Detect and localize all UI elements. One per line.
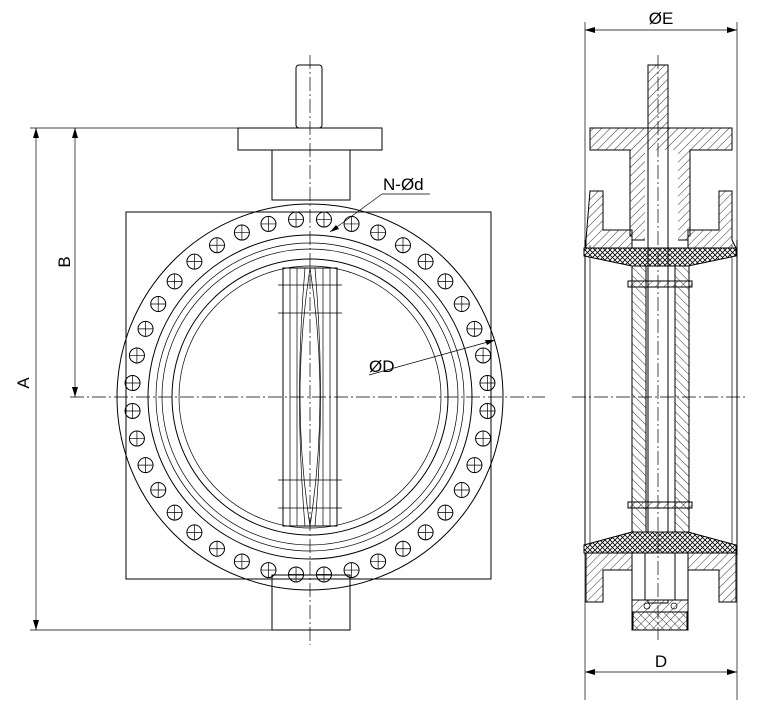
seat-bottom (583, 531, 737, 554)
bolt-hole-crosshair (395, 541, 411, 557)
bolt-hole-crosshair (479, 375, 495, 391)
front-view (70, 55, 545, 645)
bolt-hole-crosshair (418, 524, 434, 540)
bolt-hole-crosshair (454, 296, 470, 312)
label-n-od: N-Ød (383, 175, 424, 194)
bolt-hole-leader (329, 193, 383, 233)
bolt-hole-crosshair (437, 273, 453, 289)
bolt-hole-crosshair (316, 212, 332, 228)
bolt-hole-crosshair (167, 273, 183, 289)
neck (271, 149, 351, 201)
label-oe: ØE (649, 9, 674, 28)
stem-top (295, 64, 323, 129)
bottom-cap (632, 611, 688, 631)
bolt-hole-crosshair (288, 566, 304, 582)
bolt-hole-crosshair (288, 212, 304, 228)
bolt-hole-crosshair (437, 505, 453, 521)
bolt-hole-crosshair (129, 431, 145, 447)
bolt-hole-crosshair (316, 566, 332, 582)
pin-bottom (627, 501, 693, 509)
dimension-od-leader (368, 339, 496, 376)
bolt-hole-crosshair (150, 296, 166, 312)
bolt-hole-crosshair (454, 482, 470, 498)
stem-top-side (647, 64, 669, 129)
bolt-hole-crosshair (395, 237, 411, 253)
bolt-holes (124, 211, 496, 583)
bolt-hole-crosshair (344, 562, 360, 578)
bolt-hole-crosshair (186, 254, 202, 270)
bolt-hole-crosshair (234, 225, 250, 241)
bolt-hole-crosshair (260, 216, 276, 232)
bolt-hole-crosshair (234, 553, 250, 569)
bolt-hole-crosshair (466, 321, 482, 337)
bolt-hole-crosshair (475, 431, 491, 447)
bolt-hole-crosshair (125, 375, 141, 391)
bolt-hole-crosshair (466, 457, 482, 473)
bolt-hole-crosshair (260, 562, 276, 578)
bolt-hole-crosshair (209, 541, 225, 557)
bolt-hole-crosshair (138, 457, 154, 473)
bolt-hole-crosshair (129, 347, 145, 363)
pin-top (627, 280, 693, 288)
side-view (572, 55, 748, 640)
bottom-boss (271, 574, 351, 631)
bolt-hole-crosshair (186, 524, 202, 540)
label-d: D (655, 652, 667, 671)
seat-top (583, 247, 737, 267)
label-od: ØD (369, 357, 395, 376)
bolt-hole-crosshair (479, 403, 495, 419)
body-square (125, 211, 492, 580)
bolt-hole-crosshair (475, 347, 491, 363)
label-a: A (14, 377, 33, 389)
bolt-hole-crosshair (344, 216, 360, 232)
bolt-hole-crosshair (138, 321, 154, 337)
label-b: B (55, 256, 74, 267)
bolt-hole-crosshair (370, 553, 386, 569)
dimensions-front: A B ØD N-Ød (14, 127, 496, 631)
dimensions-side: ØE D (584, 9, 738, 700)
bolt-hole-crosshair (370, 225, 386, 241)
top-ear-right (687, 190, 737, 249)
bolt-hole-crosshair (125, 403, 141, 419)
bolt-hole-crosshair (209, 237, 225, 253)
bolt-hole-crosshair (150, 482, 166, 498)
bolt-hole-crosshair (418, 254, 434, 270)
top-ear-left (585, 190, 633, 249)
bolt-hole-crosshair (167, 505, 183, 521)
